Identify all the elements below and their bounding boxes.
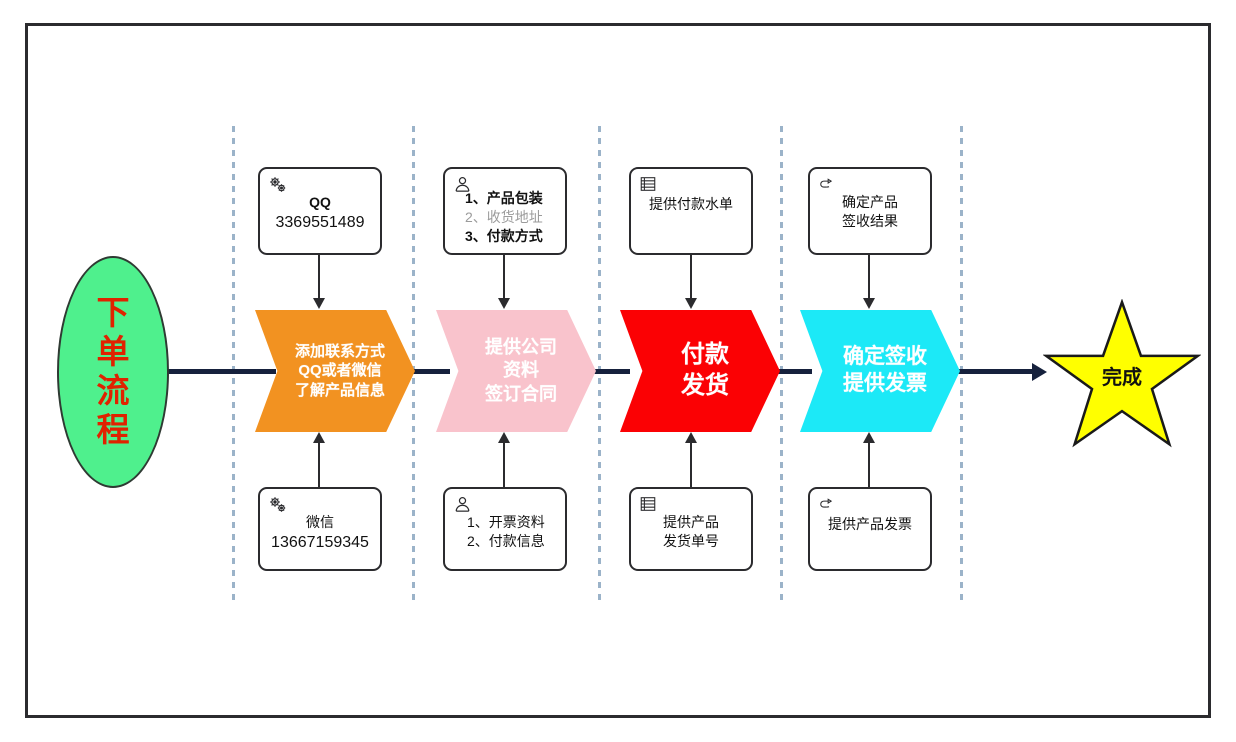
pointing-hand-icon: [818, 495, 838, 515]
connector-step-3-bottom: [690, 443, 692, 488]
note-step-3-bottom-body: 提供产品 发货单号: [663, 514, 719, 549]
connector-step-3-bottom-arrow: [685, 432, 697, 443]
start-node-label: 下单流程: [96, 294, 130, 448]
connector-step-2-top: [503, 255, 505, 300]
connector-step-1-bottom: [318, 443, 320, 488]
connector-step-4-top-arrow: [863, 298, 875, 309]
connector-step-1-top: [318, 255, 320, 300]
document-list-icon: [639, 175, 659, 195]
connector-step-4-bottom-arrow: [863, 432, 875, 443]
connector-step-2-top-arrow: [498, 298, 510, 309]
process-step-3[interactable]: 付款 发货: [620, 310, 780, 432]
process-step-2[interactable]: 提供公司 资料 签订合同: [436, 310, 596, 432]
connector-step-2-bottom-arrow: [498, 432, 510, 443]
pointing-hand-icon: [818, 175, 838, 195]
note-step-4-top-body: 确定产品 签收结果: [842, 194, 898, 229]
note-step-2-top[interactable]: 1、产品包装 2、收货地址 3、付款方式: [443, 167, 567, 255]
note-step-1-bottom-body: 微信 13667159345: [271, 514, 369, 551]
spine-segment-3-4: [756, 369, 812, 374]
process-step-2-label: 提供公司 资料 签订合同: [485, 337, 557, 404]
connector-step-1-bottom-arrow: [313, 432, 325, 443]
note-step-4-bottom-body: 提供产品发票: [828, 516, 912, 532]
spine-segment-start: [166, 369, 276, 374]
process-step-3-label: 付款 发货: [681, 341, 729, 399]
note-step-1-top-body: QQ 3369551489: [275, 194, 365, 231]
note-step-2-top-body: 1、产品包装 2、收货地址 3、付款方式: [465, 190, 543, 244]
note-step-3-top[interactable]: 提供付款水单: [629, 167, 753, 255]
note-step-1-bottom[interactable]: 微信 13667159345: [258, 487, 382, 571]
note-step-1-top[interactable]: QQ 3369551489: [258, 167, 382, 255]
note-step-2-bottom[interactable]: 1、开票资料 2、付款信息: [443, 487, 567, 571]
document-list-icon: [639, 495, 659, 515]
note-step-4-bottom[interactable]: 提供产品发票: [808, 487, 932, 571]
person-icon: [453, 175, 473, 195]
spine-segment-1-2: [392, 369, 450, 374]
star-icon: [1042, 298, 1202, 448]
start-node[interactable]: 下单流程: [57, 256, 169, 488]
person-icon: [453, 495, 473, 515]
note-step-3-top-body: 提供付款水单: [649, 196, 733, 212]
process-step-4-label: 确定签收 提供发票: [843, 345, 927, 395]
connector-step-2-bottom: [503, 443, 505, 488]
phase-separator-4: [780, 126, 783, 600]
gears-icon: [268, 495, 288, 515]
finish-node-label: 完成: [1102, 367, 1142, 389]
connector-step-4-bottom: [868, 443, 870, 488]
connector-step-3-top: [690, 255, 692, 300]
process-step-1[interactable]: 添加联系方式 QQ或者微信 了解产品信息: [255, 310, 415, 432]
connector-step-3-top-arrow: [685, 298, 697, 309]
note-step-4-top[interactable]: 确定产品 签收结果: [808, 167, 932, 255]
process-step-1-label: 添加联系方式 QQ或者微信 了解产品信息: [294, 343, 385, 399]
phase-separator-3: [598, 126, 601, 600]
connector-step-4-top: [868, 255, 870, 300]
note-step-2-bottom-body: 1、开票资料 2、付款信息: [467, 514, 545, 549]
gears-icon: [268, 175, 288, 195]
finish-node[interactable]: 完成: [1042, 298, 1202, 449]
process-step-4[interactable]: 确定签收 提供发票: [800, 310, 960, 432]
spine-segment-2-3: [572, 369, 630, 374]
connector-step-1-top-arrow: [313, 298, 325, 309]
note-step-3-bottom[interactable]: 提供产品 发货单号: [629, 487, 753, 571]
phase-separator-2: [412, 126, 415, 600]
phase-separator-1: [232, 126, 235, 600]
spine-segment-finish: [936, 369, 1040, 374]
spine-arrowhead: [1032, 363, 1047, 381]
phase-separator-5: [960, 126, 963, 600]
